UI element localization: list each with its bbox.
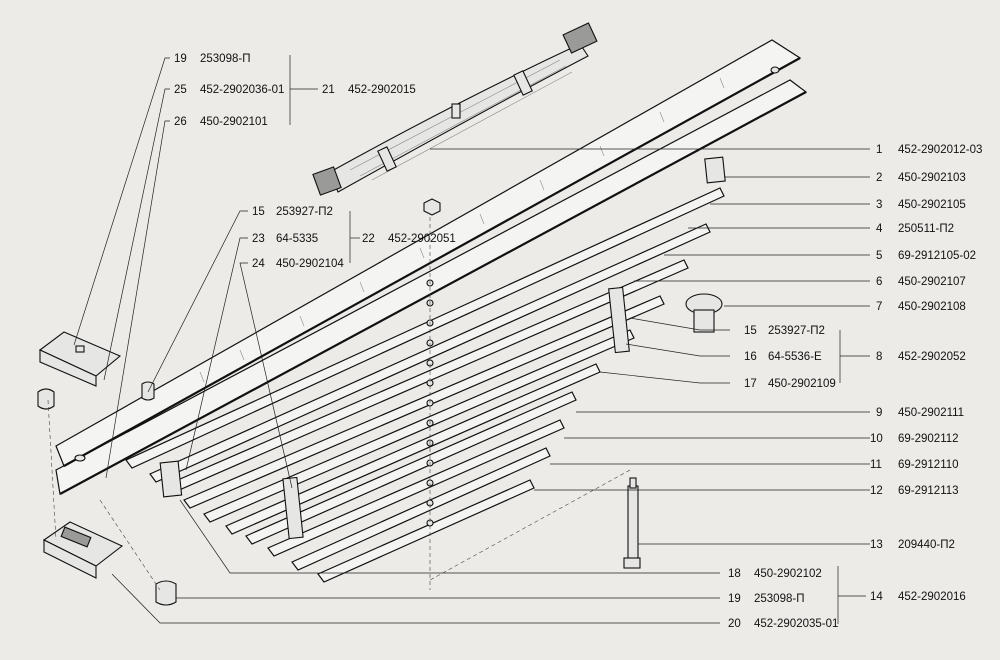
label-num: 19 bbox=[728, 593, 741, 605]
label-code: 253927-П2 bbox=[276, 206, 333, 218]
label-num: 5 bbox=[876, 250, 882, 262]
label-num: 20 bbox=[728, 618, 741, 630]
leaf-main-lower bbox=[55, 79, 808, 495]
spring-leaves bbox=[55, 39, 808, 590]
label-num: 14 bbox=[870, 591, 883, 603]
leaf-5 bbox=[183, 295, 665, 509]
label-num: 17 bbox=[744, 378, 757, 390]
label-code: 64-5335 bbox=[276, 233, 318, 245]
clamp-rear bbox=[159, 460, 183, 498]
label-num: 26 bbox=[174, 116, 187, 128]
label-code: 64-5536-Е bbox=[768, 351, 822, 363]
label-code: 253098-П bbox=[754, 593, 804, 605]
spring-assembly-icon bbox=[312, 22, 598, 196]
label-code: 69-2912105-02 bbox=[898, 250, 976, 262]
label-num: 24 bbox=[252, 258, 265, 270]
label-code: 69-2912113 bbox=[898, 485, 959, 497]
label-code: 452-2902035-01 bbox=[754, 618, 838, 630]
label-num: 15 bbox=[252, 206, 265, 218]
label-code: 452-2902051 bbox=[388, 233, 456, 245]
label-code: 69-2912110 bbox=[898, 459, 959, 471]
label-num: 6 bbox=[876, 276, 882, 288]
label-code: 209440-П2 bbox=[898, 539, 955, 551]
label-code: 450-2902104 bbox=[276, 258, 344, 270]
label-code: 452-2902016 bbox=[898, 591, 966, 603]
label-code: 452-2902052 bbox=[898, 351, 966, 363]
label-num: 4 bbox=[876, 223, 883, 235]
bushing-icons bbox=[37, 381, 177, 606]
label-code: 450-2902107 bbox=[898, 276, 966, 288]
label-code: 253927-П2 bbox=[768, 325, 825, 337]
rivet-icon bbox=[685, 293, 723, 333]
label-code: 452-2902012-03 bbox=[898, 144, 982, 156]
label-num: 19 bbox=[174, 53, 187, 65]
label-num: 11 bbox=[870, 459, 882, 471]
label-num: 2 bbox=[876, 172, 882, 184]
label-num: 10 bbox=[870, 433, 883, 445]
label-code: 450-2902111 bbox=[898, 407, 964, 419]
label-code: 69-2902112 bbox=[898, 433, 959, 445]
label-code: 450-2902109 bbox=[768, 378, 836, 390]
label-num: 12 bbox=[870, 485, 883, 497]
label-code: 450-2902101 bbox=[200, 116, 268, 128]
label-num: 16 bbox=[744, 351, 757, 363]
bracket-lower-icon bbox=[42, 521, 124, 579]
bracket-upper-icon bbox=[38, 331, 122, 387]
label-code: 452-2902036-01 bbox=[200, 84, 284, 96]
eye-hole-right bbox=[770, 66, 780, 74]
label-code: 450-2902108 bbox=[898, 301, 966, 313]
clamp-top bbox=[704, 156, 726, 184]
label-num: 8 bbox=[876, 351, 882, 363]
leaf-12 bbox=[317, 479, 535, 583]
eye-hole-left bbox=[74, 454, 86, 462]
callout-labels: 19 253098-П 25 452-2902036-01 26 450-290… bbox=[174, 53, 982, 630]
label-num: 25 bbox=[174, 84, 187, 96]
leaf-9 bbox=[245, 391, 577, 545]
label-num: 7 bbox=[876, 301, 882, 313]
leaf-clamps bbox=[159, 156, 726, 540]
leaf-10 bbox=[267, 419, 565, 557]
label-num: 18 bbox=[728, 568, 741, 580]
label-num: 3 bbox=[876, 199, 882, 211]
nut-icon bbox=[423, 198, 441, 216]
label-num: 9 bbox=[876, 407, 882, 419]
center-bolt-icon bbox=[623, 477, 641, 569]
label-code: 250511-П2 bbox=[898, 223, 954, 235]
label-num: 22 bbox=[362, 233, 375, 245]
leaf-6 bbox=[203, 329, 635, 523]
label-num: 21 bbox=[322, 84, 335, 96]
label-code: 450-2902103 bbox=[898, 172, 966, 184]
label-code: 253098-П bbox=[200, 53, 250, 65]
label-num: 23 bbox=[252, 233, 265, 245]
label-num: 1 bbox=[876, 144, 882, 156]
leader-lines bbox=[73, 55, 870, 624]
leaf-2 bbox=[125, 187, 725, 469]
leaf-11 bbox=[291, 447, 551, 571]
label-num: 13 bbox=[870, 539, 883, 551]
label-code: 450-2902105 bbox=[898, 199, 966, 211]
label-code: 450-2902102 bbox=[754, 568, 822, 580]
clamp-center bbox=[608, 286, 630, 354]
label-num: 15 bbox=[744, 325, 757, 337]
label-code: 452-2902015 bbox=[348, 84, 416, 96]
